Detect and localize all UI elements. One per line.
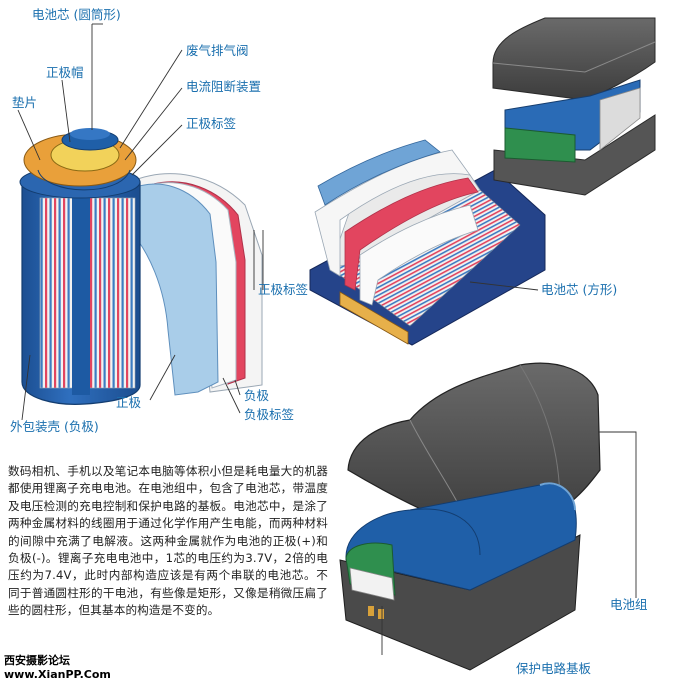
label-positive-tab-right: 正极标签 xyxy=(258,283,308,297)
label-battery-pack: 电池组 xyxy=(610,598,648,612)
description-paragraph: 数码相机、手机以及笔记本电脑等体积小但是耗电量大的机器都使用锂离子充电电池。在电… xyxy=(8,463,328,620)
small-pack xyxy=(493,18,655,195)
label-cylindrical-cell: 电池芯 (圆筒形) xyxy=(32,8,121,22)
label-positive-electrode: 正极 xyxy=(116,396,141,410)
center-pin xyxy=(72,180,90,395)
label-gasket: 垫片 xyxy=(12,96,37,110)
watermark-line1: 西安摄影论坛 xyxy=(4,654,111,668)
cylindrical-cell xyxy=(20,128,262,404)
label-outer-case: 外包装壳 (负极) xyxy=(10,420,99,434)
watermark-line2: www.XianPP.Com xyxy=(4,668,111,682)
label-positive-cap: 正极帽 xyxy=(46,66,84,80)
label-current-interrupt: 电流阻断装置 xyxy=(186,80,261,94)
label-negative-tab: 负极标签 xyxy=(244,408,294,422)
label-pcb: 保护电路基板 xyxy=(516,662,591,676)
watermark: 西安摄影论坛 www.XianPP.Com xyxy=(4,654,111,682)
label-negative-electrode: 负极 xyxy=(244,389,269,403)
label-prismatic-cell: 电池芯 (方形) xyxy=(541,283,617,297)
battery-pack xyxy=(340,363,600,670)
label-vent: 废气排气阀 xyxy=(186,44,249,58)
label-positive-tab-top: 正极标签 xyxy=(186,117,236,131)
